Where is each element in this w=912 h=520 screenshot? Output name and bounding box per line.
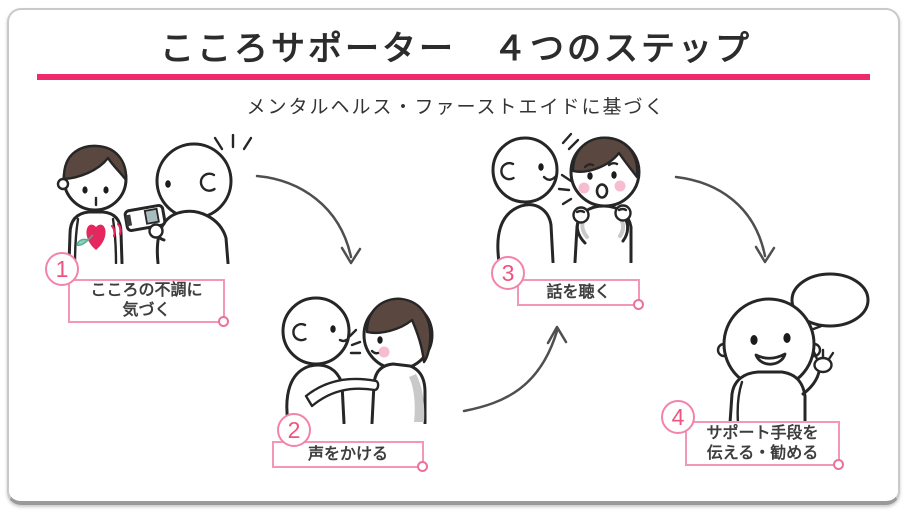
surprise-marks-icon — [213, 134, 253, 151]
resize-handle-icon — [633, 299, 644, 310]
heartbeat-marks-icon — [110, 222, 122, 238]
person-talking — [557, 136, 641, 263]
speech-burst-icon — [348, 328, 362, 355]
step-3-label: 話を聴く — [517, 279, 644, 310]
speech-burst-icon — [557, 173, 573, 206]
step-1-number-badge: 1 — [45, 252, 79, 286]
step-4-label-line2: 伝える・勧める — [706, 444, 819, 462]
title-underline-rule — [37, 74, 870, 80]
step-4-number-badge: 4 — [661, 400, 695, 434]
step-2-illustration — [281, 296, 434, 424]
step-2-label-line1: 声をかける — [307, 445, 388, 463]
supporter-calling-out — [281, 296, 380, 424]
supporter-listening — [491, 132, 580, 263]
step-1-label-line1: こころの不調に — [90, 282, 203, 299]
person-approached — [362, 297, 434, 424]
resize-handle-icon — [833, 459, 844, 470]
supporter-suggesting — [716, 272, 870, 424]
step-3-illustration — [491, 132, 641, 263]
page-title: こころサポーター ４つのステップ — [160, 30, 752, 68]
step-4-illustration — [716, 272, 870, 424]
resize-handle-icon — [417, 461, 428, 472]
step-1-label: こころの不調に 気づく — [68, 279, 229, 327]
nod-marks-icon — [561, 132, 580, 151]
person-in-distress — [56, 144, 128, 264]
step-1-label-line2: 気づく — [122, 302, 171, 319]
sprout-icon — [76, 234, 94, 246]
step-4-label: サポート手段を 伝える・勧める — [685, 421, 844, 470]
step-3-number-badge: 3 — [491, 256, 525, 290]
page-subtitle: メンタルヘルス・ファーストエイドに基づく — [246, 97, 666, 118]
heart-icon — [86, 224, 106, 250]
step-2-number-badge: 2 — [277, 413, 311, 447]
step-1-illustration — [56, 134, 253, 264]
resize-handle-icon — [218, 316, 229, 327]
step-3-label-line1: 話を聴く — [546, 283, 611, 301]
supporter-with-device — [123, 134, 253, 264]
step-4-label-line1: サポート手段を — [706, 424, 819, 442]
